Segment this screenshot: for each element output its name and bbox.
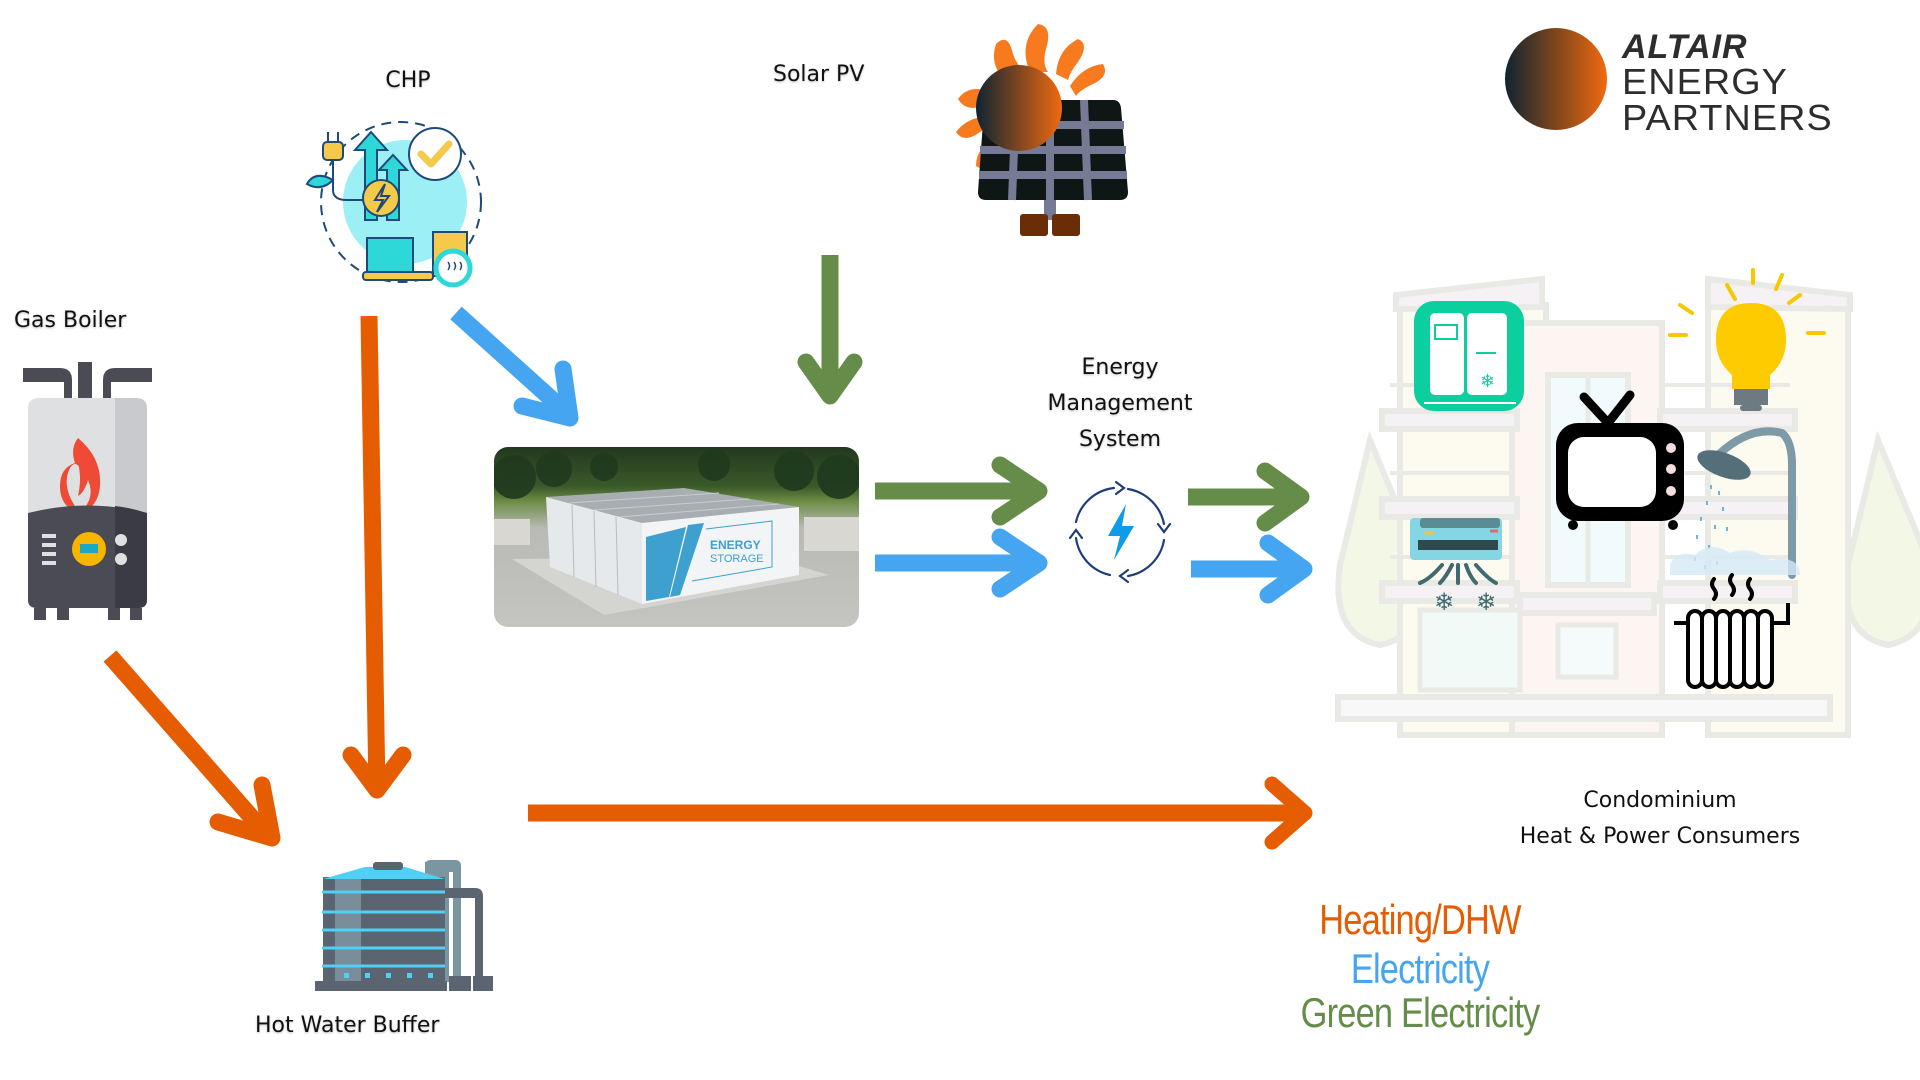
legend: Heating/DHW Electricity Green Electricit… [1270, 896, 1570, 1034]
solar-panel-icon [956, 24, 1128, 236]
battery-storage-photo: ENERGY STORAGE [494, 449, 859, 615]
arrow-chp-to-buffer [342, 315, 412, 799]
sun-disk [976, 65, 1062, 151]
gas-boiler-label: Gas Boiler [14, 308, 127, 333]
building-illustration: ❄ [1335, 268, 1920, 738]
legend-item-green-electricity: Green Electricity [1300, 989, 1541, 1036]
chp-node [305, 110, 490, 290]
legend-item-electricity: Electricity [1350, 945, 1490, 992]
solar-pv-node [918, 14, 1128, 239]
ems-label-line3: System [1078, 427, 1162, 452]
svg-text:❄: ❄ [1480, 371, 1495, 392]
chp-cogeneration-icon [305, 121, 482, 288]
arrow-storage-to-ems-green [875, 456, 1048, 526]
condominium-node: ❄ [1330, 265, 1920, 785]
fridge-icon: ❄ [1414, 301, 1524, 411]
arrow-chp-to-storage [450, 306, 579, 427]
arrow-storage-to-ems-blue [875, 528, 1048, 598]
ems-node [1066, 480, 1176, 584]
air-conditioner-icon: ❄ ❄ [1410, 518, 1502, 616]
ems-label: Energy Management System [1020, 350, 1220, 458]
arrow-solar-to-storage [797, 255, 863, 405]
logo-circle [1505, 28, 1607, 130]
energy-cycle-icon [1068, 480, 1172, 584]
hot-water-buffer-label: Hot Water Buffer [255, 1013, 440, 1038]
arrow-ems-to-consumers-green [1188, 462, 1310, 532]
radiator-icon [1674, 573, 1790, 689]
chp-label: CHP [385, 68, 431, 93]
arrow-buffer-to-consumers [528, 776, 1313, 850]
arrow-boiler-to-buffer [103, 650, 281, 847]
shower-icon [1670, 427, 1800, 579]
logo-line-partners: PARTNERS [1622, 97, 1833, 138]
solar-pv-label: Solar PV [773, 62, 865, 87]
condominium-label-line2: Heat & Power Consumers [1519, 824, 1801, 849]
logo-line-altair: ALTAIR [1622, 28, 1748, 66]
gas-boiler-node [20, 362, 155, 620]
svg-text:❄: ❄ [1434, 588, 1454, 616]
gas-boiler-icon [23, 362, 152, 620]
brand-logo: ALTAIR ENERGY PARTNERS [1505, 28, 1905, 138]
condominium-label-line1: Condominium [1583, 788, 1737, 813]
ems-label-line1: Energy [1081, 355, 1159, 380]
lightning-bolt-icon [1108, 504, 1134, 560]
lightbulb-icon [1668, 268, 1826, 411]
energy-storage-image: ENERGY STORAGE [494, 447, 859, 627]
water-tank-icon [315, 860, 493, 991]
tv-icon [1556, 390, 1684, 530]
arrow-ems-to-consumers-blue [1191, 534, 1313, 604]
logo-line-energy: ENERGY [1622, 61, 1788, 102]
hot-water-buffer-node [295, 840, 493, 992]
legend-item-heating: Heating/DHW [1319, 896, 1521, 943]
ems-label-line2: Management [1047, 391, 1193, 416]
svg-text:❄: ❄ [1476, 588, 1496, 616]
condominium-label: Condominium Heat & Power Consumers [1450, 783, 1870, 855]
storage-photo-energy-text: ENERGY [710, 538, 761, 552]
storage-photo-storage-text: STORAGE [710, 553, 764, 565]
